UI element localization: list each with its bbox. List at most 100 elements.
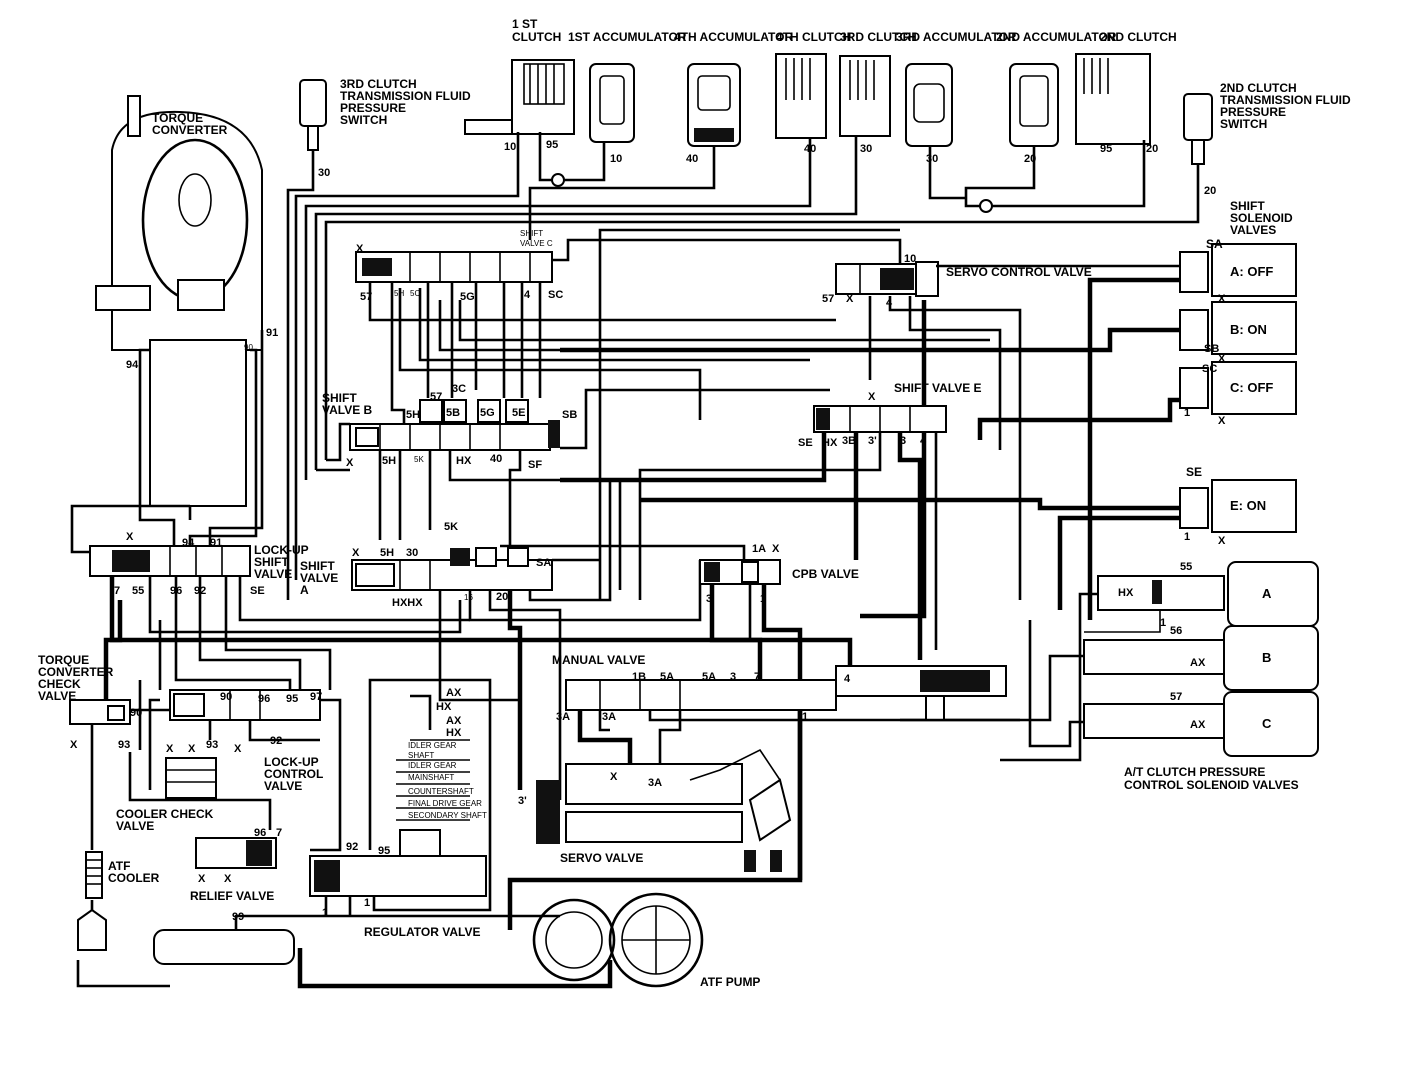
- port-3a-m2: 3A: [602, 711, 616, 723]
- label-port-sb: SB: [1204, 343, 1219, 355]
- port-10-a: 10: [504, 141, 516, 153]
- label-port-57: 57: [1170, 691, 1182, 703]
- port-95-b: 95: [1100, 143, 1112, 155]
- pressure-switch-3rd: [299, 79, 327, 151]
- marker-x-1: X: [126, 531, 134, 543]
- label-pressure-a: A: [1262, 586, 1272, 601]
- label-pressure-solenoid-l2: CONTROL SOLENOID VALVES: [1124, 778, 1299, 792]
- port-10-c: 10: [904, 253, 916, 265]
- marker-x-8: X: [352, 547, 360, 559]
- port-1a-cpb: 1A: [752, 543, 766, 555]
- port-57-a: 57: [360, 291, 372, 303]
- legend-gear-2: SHAFT: [408, 751, 434, 760]
- legend-gear-1: IDLER GEAR: [408, 741, 457, 750]
- clutch-1st: [464, 59, 575, 135]
- label-torque-converter-l1: TORQUE: [152, 111, 203, 125]
- label-regulator-valve: REGULATOR VALVE: [364, 925, 480, 939]
- label-3rd-switch-l2: TRANSMISSION FLUID: [340, 89, 471, 103]
- port-7-rv: 7: [276, 827, 282, 839]
- port-hx-b: HX: [456, 455, 472, 467]
- top-component-row: [299, 53, 1213, 165]
- label-relief-valve: RELIEF VALVE: [190, 889, 274, 903]
- port-x-c: X: [356, 243, 364, 255]
- port-hx-2: HX: [446, 727, 462, 739]
- shift-valve-a-lines: [438, 480, 702, 800]
- label-4th-clutch: 4TH CLUTCH: [776, 30, 851, 44]
- port-95-reg: 95: [378, 845, 390, 857]
- port-dhx-a: HX: [1118, 587, 1134, 599]
- port-ax-1: AX: [446, 687, 462, 699]
- port-20-d: 20: [496, 591, 508, 603]
- label-shift-solenoid-l1: SHIFT: [1230, 199, 1265, 213]
- label-shift-valve-c-l2: VALVE C: [520, 239, 553, 248]
- port-16: 16: [464, 593, 473, 602]
- port-10-b: 10: [610, 153, 622, 165]
- tc-check-valve: [69, 699, 131, 725]
- port-91-l: 91: [210, 537, 222, 549]
- port-30-d: 30: [406, 547, 418, 559]
- label-tc-check-l1: TORQUE: [38, 653, 89, 667]
- label-tc-check-l4: VALVE: [38, 689, 76, 703]
- port-1-pa: 1: [1160, 617, 1166, 629]
- port-hx-e: HX: [822, 437, 838, 449]
- label-1st-clutch-suffix: ST: [522, 17, 538, 31]
- port-95-a: 95: [546, 139, 558, 151]
- port-3-e: 3: [900, 435, 906, 447]
- port-3c-b: 3C: [452, 383, 466, 395]
- port-4-m: 4: [844, 673, 851, 685]
- label-2nd-switch-l3: PRESSURE: [1220, 105, 1286, 119]
- port-se-l: SE: [250, 585, 265, 597]
- port-3a-s: 3A: [648, 777, 662, 789]
- port-20-c: 20: [1204, 185, 1216, 197]
- port-92-reg: 92: [346, 841, 358, 853]
- port-30-a: 30: [860, 143, 872, 155]
- port-57-b: 57: [430, 391, 442, 403]
- port-90-a: 90: [244, 343, 253, 352]
- port-ax-b: AX: [1190, 657, 1206, 669]
- clutch-2nd: [1075, 53, 1151, 145]
- label-port-sc: SC: [1202, 363, 1217, 375]
- port-55-l: 55: [132, 585, 144, 597]
- label-2nd-switch-l2: TRANSMISSION FLUID: [1220, 93, 1351, 107]
- label-lockup-control-l3: VALVE: [264, 779, 302, 793]
- port-3a-m: 3A: [556, 711, 570, 723]
- port-1-reg2: 1: [364, 897, 370, 909]
- port-20-a: 20: [1024, 153, 1036, 165]
- label-lockup-shift-l3: VALVE: [254, 567, 292, 581]
- label-solenoid-b: B: ON: [1230, 322, 1267, 337]
- port-sf-b: SF: [528, 459, 542, 471]
- port-3-cpb: 3: [706, 593, 712, 605]
- label-shift-valve-a-l2: VALVE: [300, 571, 338, 585]
- port-96-lc: 96: [258, 693, 270, 705]
- port-93-lc: 93: [206, 739, 218, 751]
- atf-strainer: [153, 914, 560, 965]
- port-91-a: 91: [266, 327, 278, 339]
- label-shift-valve-b-l2: VALVE B: [322, 403, 373, 417]
- marker-x-7: X: [224, 873, 232, 885]
- label-3rd-accumulator: 3RD ACCUMULATOR: [896, 30, 1017, 44]
- port-ax-2: AX: [446, 715, 462, 727]
- label-port-se: SE: [1186, 465, 1202, 479]
- shift-valve-e: [813, 405, 947, 433]
- port-5k-b: 5K: [414, 455, 424, 464]
- port-30-b: 30: [926, 153, 938, 165]
- legend-gear-4: MAINSHAFT: [408, 773, 454, 782]
- marker-x-2: X: [70, 739, 78, 751]
- label-2nd-switch-l1: 2ND CLUTCH: [1220, 81, 1297, 95]
- port-5a-m2: 5A: [702, 671, 716, 683]
- marker-x-4: X: [188, 743, 196, 755]
- servo-valve: [536, 748, 792, 872]
- servo-control-valve: [835, 261, 939, 297]
- clutch-3rd: [839, 55, 891, 137]
- label-atf-pump: ATF PUMP: [700, 975, 760, 989]
- label-torque-converter-l2: CONVERTER: [152, 123, 228, 137]
- label-tc-check-l3: CHECK: [38, 677, 81, 691]
- label-manual-valve: MANUAL VALVE: [552, 653, 645, 667]
- torque-converter: [95, 95, 263, 507]
- shift-valve-c: [355, 251, 553, 283]
- regulator-valve: [309, 829, 487, 897]
- atf-cooler: [77, 851, 107, 951]
- port-sb-b: SB: [562, 409, 577, 421]
- shift-valve-b-lines: [316, 388, 830, 590]
- label-servo-valve: SERVO VALVE: [560, 851, 643, 865]
